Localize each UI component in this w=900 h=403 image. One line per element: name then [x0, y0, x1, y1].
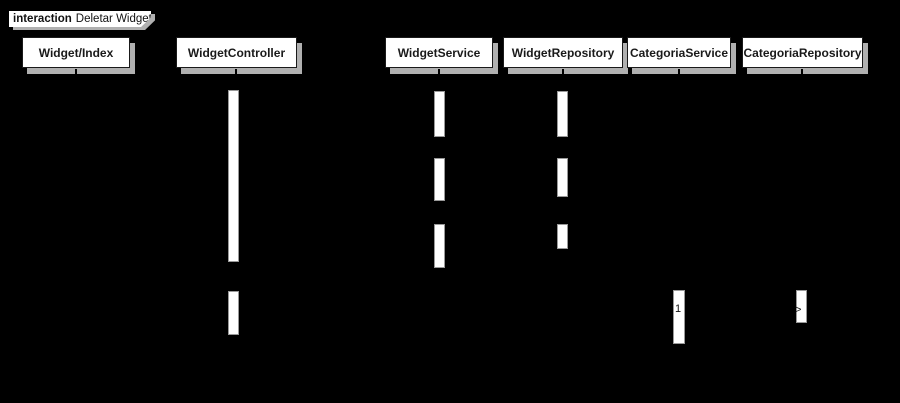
lifeline-label: WidgetRepository [511, 45, 615, 60]
lifeline-tick [678, 69, 680, 75]
activation-bar-widget-service-2 [434, 158, 445, 201]
lifeline-label: Widget/Index [38, 45, 114, 60]
activation-bar-widget-repository-3 [557, 224, 568, 249]
lifeline-label: WidgetController [187, 45, 286, 60]
lifeline-label: WidgetService [397, 45, 481, 60]
lifeline-head-categoria-repository: CategoriaRepository [742, 37, 863, 68]
activation-bar-widget-controller-2 [228, 291, 239, 335]
lifeline-head-widget-index: Widget/Index [22, 37, 130, 68]
lifeline-head-categoria-service: CategoriaService [627, 37, 731, 68]
lifeline-head-widget-service: WidgetService [385, 37, 493, 68]
activation-bar-categoria-repository [796, 290, 807, 323]
lifeline-tick [438, 69, 440, 75]
arrowhead-remnant: > [795, 304, 802, 316]
lifeline-head-widget-repository: WidgetRepository [503, 37, 623, 68]
activation-bar-widget-repository-1 [557, 91, 568, 137]
frame-keyword: interaction [13, 13, 72, 25]
activation-bar-categoria-service [673, 290, 685, 344]
lifeline-tick [562, 69, 564, 75]
lifeline-head-widget-controller: WidgetController [176, 37, 297, 68]
lifeline-label: CategoriaService [629, 45, 729, 60]
frame-title: Deletar Widget [75, 13, 152, 25]
lifeline-tick [75, 69, 77, 75]
lifeline-tick [801, 69, 803, 75]
activation-bar-widget-service-3 [434, 224, 445, 268]
activation-bar-widget-service-1 [434, 91, 445, 137]
activation-bar-widget-repository-2 [557, 158, 568, 197]
lifeline-label: CategoriaRepository [743, 45, 862, 60]
lifeline-tick [235, 69, 237, 75]
message-label-remnant: 1 [675, 303, 682, 315]
activation-bar-widget-controller-1 [228, 90, 239, 262]
